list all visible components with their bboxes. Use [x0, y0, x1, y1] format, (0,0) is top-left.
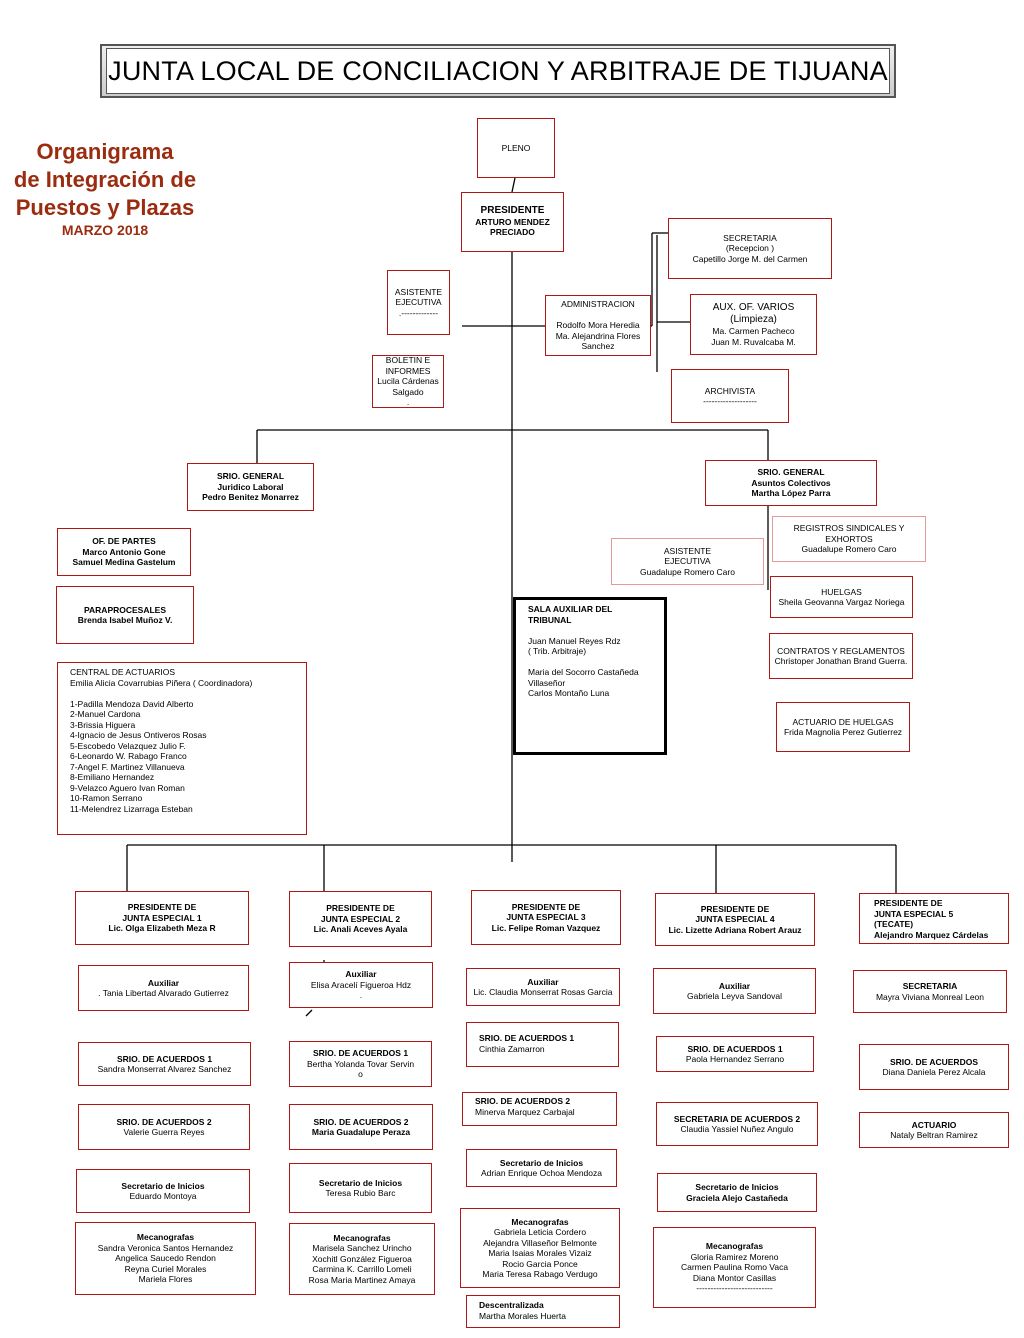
node-paraprocesales: PARAPROCESALES Brenda Isabel Muñoz V.: [56, 586, 194, 644]
junta-2-secretario-inicios: Secretario de Inicios Teresa Rubio Barc: [289, 1163, 432, 1213]
junta-5-secretaria: SECRETARIA Mayra Viviana Monreal Leon: [853, 970, 1007, 1013]
junta-3-secretario-inicios: Secretario de Inicios Adrian Enrique Och…: [466, 1149, 617, 1187]
junta-1-srio-acuerdos-2: SRIO. DE ACUERDOS 2 Valerie Guerra Reyes: [78, 1104, 250, 1150]
junta-3-presidente: PRESIDENTE DE JUNTA ESPECIAL 3 Lic. Feli…: [471, 890, 621, 945]
subtitle-line-1: Organigrama: [36, 139, 174, 164]
junta-5-presidente: PRESIDENTE DE JUNTA ESPECIAL 5 (TECATE) …: [859, 893, 1009, 944]
junta-1-auxiliar: Auxiliar . Tania Libertad Alvarado Gutie…: [78, 965, 249, 1011]
node-pleno: PLENO: [477, 118, 555, 178]
junta-3-mecanografas: Mecanografas Gabriela Leticia Cordero Al…: [460, 1208, 620, 1288]
junta-1-secretario-inicios: Secretario de Inicios Eduardo Montoya: [76, 1169, 250, 1213]
junta-3-descentralizada: Descentralizada Martha Morales Huerta: [466, 1295, 620, 1328]
subtitle-date: MARZO 2018: [61, 222, 149, 238]
node-presidente: PRESIDENTE ARTURO MENDEZ PRECIADO: [461, 192, 564, 252]
node-srio-juridico: SRIO. GENERAL Juridico Laboral Pedro Ben…: [187, 463, 314, 511]
junta-1-mecanografas: Mecanografas Sandra Veronica Santos Hern…: [75, 1222, 256, 1295]
node-actuario-huelgas: ACTUARIO DE HUELGAS Frida Magnolia Perez…: [776, 702, 910, 752]
junta-1-presidente: PRESIDENTE DE JUNTA ESPECIAL 1 Lic. Olga…: [75, 891, 249, 945]
node-archivista: ARCHIVISTA -------------------: [671, 369, 789, 423]
node-central-actuarios: CENTRAL DE ACTUARIOS Emilia Alicia Covar…: [57, 662, 307, 835]
node-aux-varios: AUX. OF. VARIOS (Limpieza) Ma. Carmen Pa…: [690, 294, 817, 355]
junta-2-srio-acuerdos-2: SRIO. DE ACUERDOS 2 Maria Guadalupe Pera…: [289, 1104, 433, 1150]
junta-4-srio-acuerdos-1: SRIO. DE ACUERDOS 1 Paola Hernandez Serr…: [656, 1036, 814, 1072]
junta-4-auxiliar: Auxiliar Gabriela Leyva Sandoval: [653, 968, 816, 1014]
junta-4-presidente: PRESIDENTE DE JUNTA ESPECIAL 4 Lic. Lize…: [655, 893, 815, 946]
node-huelgas: HUELGAS Sheila Geovanna Vargaz Noriega: [770, 576, 913, 618]
junta-3-srio-acuerdos-1: SRIO. DE ACUERDOS 1 Cinthia Zamarron: [466, 1022, 619, 1067]
node-administracion: ADMINISTRACION Rodolfo Mora Heredia Ma. …: [545, 295, 651, 356]
node-boletin: BOLETIN E INFORMES Lucila Cárdenas Salga…: [372, 355, 444, 408]
line-mark-b: [305, 1009, 313, 1017]
junta-4-secretario-inicios: Secretario de Inicios Graciela Alejo Cas…: [657, 1173, 817, 1212]
junta-4-srio-acuerdos-2: SECRETARIA DE ACUERDOS 2 Claudia Yassiel…: [656, 1102, 818, 1146]
subtitle: Organigrama de Integración de Puestos y …: [5, 138, 205, 238]
node-contratos-reglamentos: CONTRATOS Y REGLAMENTOS Christoper Jonat…: [769, 633, 913, 679]
subtitle-line-2: de Integración de: [13, 167, 197, 192]
junta-2-presidente: PRESIDENTE DE JUNTA ESPECIAL 2 Lic. Anal…: [289, 891, 432, 947]
junta-3-auxiliar: Auxiliar Lic. Claudia Monserrat Rosas Ga…: [466, 968, 620, 1006]
junta-2-auxiliar: Auxiliar Elisa Aracelí Figueroa Hdz .: [289, 962, 433, 1008]
node-registros-sindicales: REGISTROS SINDICALES Y EXHORTOS Guadalup…: [772, 516, 926, 562]
junta-4-mecanografas: Mecanografas Gloria Ramirez Moreno Carme…: [653, 1227, 816, 1308]
junta-5-actuario: ACTUARIO Nataly Beltran Ramirez: [859, 1112, 1009, 1148]
junta-3-srio-acuerdos-2: SRIO. DE ACUERDOS 2 Minerva Marquez Carb…: [462, 1092, 617, 1126]
node-sala-auxiliar: SALA AUXILIAR DEL TRIBUNAL Juan Manuel R…: [513, 597, 667, 755]
line-pleno-presidente: [511, 177, 516, 193]
node-oficialia-partes: OF. DE PARTES Marco Antonio Gone Samuel …: [57, 528, 191, 576]
junta-2-mecanografas: Mecanografas Marisela Sanchez Urincho Xo…: [289, 1223, 435, 1295]
junta-1-srio-acuerdos-1: SRIO. DE ACUERDOS 1 Sandra Monserrat Alv…: [78, 1042, 251, 1086]
junta-5-srio-acuerdos: SRIO. DE ACUERDOS Diana Daniela Perez Al…: [859, 1044, 1009, 1090]
node-asistente-ejecutiva: ASISTENTE EJECUTIVA .-------------: [387, 270, 450, 335]
node-secretaria: SECRETARIA (Recepcion ) Capetillo Jorge …: [668, 218, 832, 279]
page-title: JUNTA LOCAL DE CONCILIACION Y ARBITRAJE …: [106, 48, 890, 94]
junta-2-srio-acuerdos-1: SRIO. DE ACUERDOS 1 Bertha Yolanda Tovar…: [289, 1041, 432, 1087]
subtitle-line-3: Puestos y Plazas: [15, 195, 195, 220]
node-srio-colectivos: SRIO. GENERAL Asuntos Colectivos Martha …: [705, 460, 877, 506]
node-asistente-ejecutiva-2: ASISTENTE EJECUTIVA Guadalupe Romero Car…: [611, 538, 764, 585]
